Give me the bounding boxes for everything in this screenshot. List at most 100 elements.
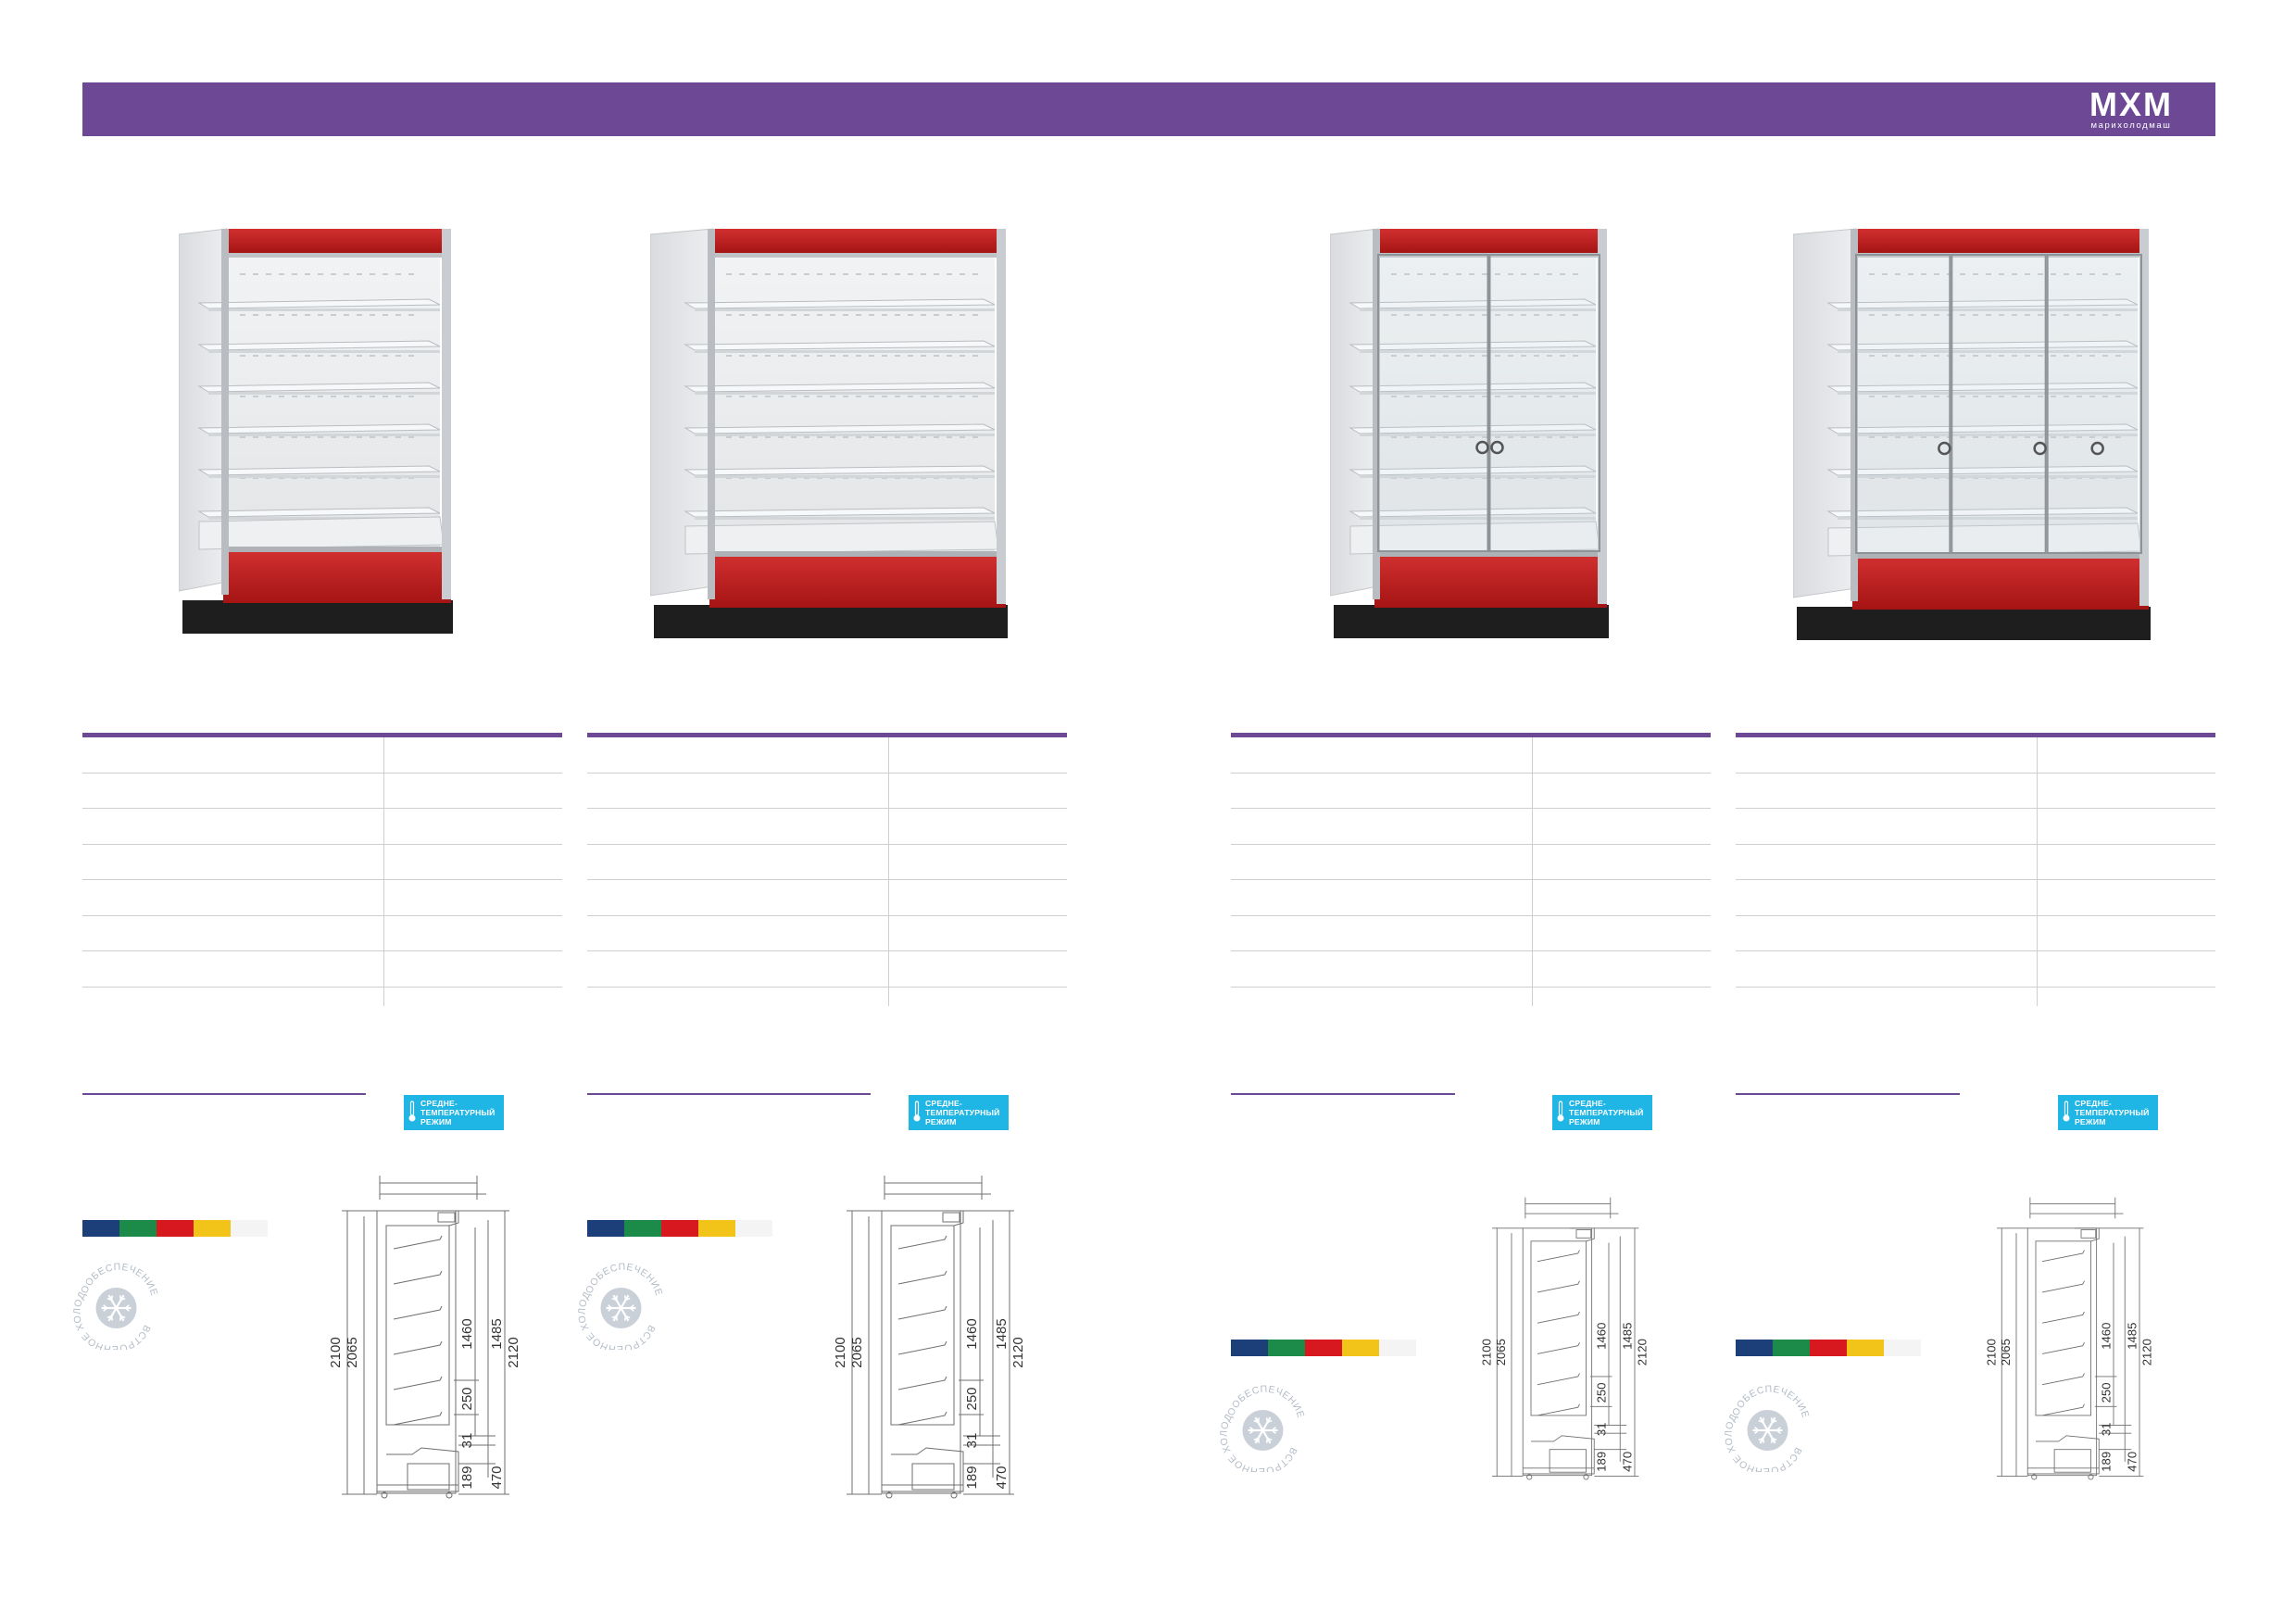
badge-label-line: РЕЖИМ (925, 1117, 957, 1126)
column-separator (2037, 737, 2038, 773)
column-separator (1532, 809, 1533, 844)
color-swatch (119, 1220, 157, 1237)
spec-table-2 (587, 733, 1067, 1006)
color-swatch (698, 1220, 735, 1237)
table-header-rule (82, 733, 562, 737)
dimension-label: 189 (459, 1466, 475, 1489)
table-row (1231, 951, 1711, 988)
table-header-rule (1736, 733, 2215, 737)
brand-logo: МХМ марихолодмаш (2062, 88, 2201, 131)
column-separator (888, 915, 889, 950)
table-row (82, 844, 562, 880)
dimension-label: 1485 (1621, 1323, 1635, 1350)
column-separator (2037, 951, 2038, 987)
badge-label-line: СРЕДНЕ- (420, 1099, 458, 1108)
badge-label-line: РЕЖИМ (1569, 1117, 1600, 1126)
table-row (587, 987, 1067, 1006)
table-row (1231, 987, 1711, 1006)
column-separator (2037, 844, 2038, 879)
table-row (587, 737, 1067, 774)
dimension-label: 1485 (489, 1318, 505, 1349)
thermometer-icon (408, 1101, 416, 1122)
column-separator (383, 951, 384, 987)
dimension-label: 470 (2126, 1452, 2139, 1472)
column-separator (888, 987, 889, 1006)
table-row (1736, 809, 2215, 845)
table-header-rule (1231, 733, 1711, 737)
dimension-label: 470 (1621, 1452, 1635, 1472)
color-swatch (157, 1220, 194, 1237)
badge-label-line: ТЕМПЕРАТУРНЫЙ (925, 1108, 1000, 1117)
column-separator (888, 809, 889, 844)
built-in-cooling-seal: ВСТРОЕННОЕ ХОЛОДООБЕСПЕЧЕНИЕ (72, 1262, 160, 1350)
table-row (1736, 951, 2215, 988)
table-header-rule (587, 733, 1067, 737)
dimension-label: 1460 (459, 1318, 475, 1349)
table-row (1736, 915, 2215, 951)
thermometer-icon (1557, 1101, 1564, 1122)
column-separator (888, 773, 889, 808)
thermometer-icon (2063, 1101, 2070, 1122)
color-swatch (1379, 1340, 1416, 1356)
color-swatch (1231, 1340, 1268, 1356)
table-row (1231, 844, 1711, 880)
dimension-label: 31 (459, 1433, 475, 1449)
dimension-label: 2065 (1999, 1339, 2013, 1365)
color-swatch (82, 1220, 119, 1237)
column-separator (1532, 951, 1533, 987)
table-row (1231, 915, 1711, 951)
color-swatch (1736, 1340, 1773, 1356)
dimension-label: 2100 (833, 1337, 848, 1367)
table-row (82, 951, 562, 988)
brand-mark: МХМ (2089, 85, 2173, 123)
column-separator (2037, 915, 2038, 950)
dimension-label: 250 (2100, 1383, 2114, 1403)
color-options (1231, 1340, 1416, 1356)
color-swatch (1773, 1340, 1810, 1356)
table-row (82, 915, 562, 951)
table-row (1736, 773, 2215, 809)
column-separator (383, 915, 384, 950)
color-swatch (1884, 1340, 1921, 1356)
table-row (1736, 880, 2215, 916)
built-in-cooling-seal: ВСТРОЕННОЕ ХОЛОДООБЕСПЕЧЕНИЕ (1724, 1384, 1812, 1472)
column-separator (1532, 844, 1533, 879)
color-swatch (194, 1220, 231, 1237)
badge-label-line: РЕЖИМ (420, 1117, 452, 1126)
column-separator (1532, 773, 1533, 808)
color-swatch (587, 1220, 624, 1237)
color-options (82, 1220, 268, 1237)
table-row (1231, 737, 1711, 774)
dimension-label: 250 (1595, 1383, 1609, 1403)
table-row (587, 915, 1067, 951)
dimension-label: 2120 (1010, 1337, 1026, 1367)
snowflake-icon (95, 1288, 137, 1328)
section-divider (1736, 1093, 1960, 1095)
snowflake-icon (1747, 1410, 1788, 1451)
display-case-image (650, 228, 1008, 638)
column-separator (2037, 987, 2038, 1006)
built-in-cooling-seal: ВСТРОЕННОЕ ХОЛОДООБЕСПЕЧЕНИЕ (1219, 1384, 1307, 1472)
dimension-label: 189 (964, 1466, 980, 1489)
badge-label-line: СРЕДНЕ- (1569, 1099, 1606, 1108)
spec-table-3 (1231, 733, 1711, 1006)
dimension-label: 2120 (1635, 1339, 1649, 1365)
table-row (1231, 773, 1711, 809)
color-swatch (1342, 1340, 1379, 1356)
section-divider (587, 1093, 871, 1095)
brand-subtitle: марихолодмаш (2090, 120, 2172, 131)
dimension-label: 1460 (1595, 1323, 1609, 1350)
section-divider (1231, 1093, 1455, 1095)
color-swatch (735, 1220, 772, 1237)
dimension-label: 31 (1595, 1423, 1609, 1437)
dimension-label: 2100 (1984, 1339, 1998, 1365)
dimension-label: 189 (2100, 1452, 2114, 1472)
spec-table-1 (82, 733, 562, 1006)
